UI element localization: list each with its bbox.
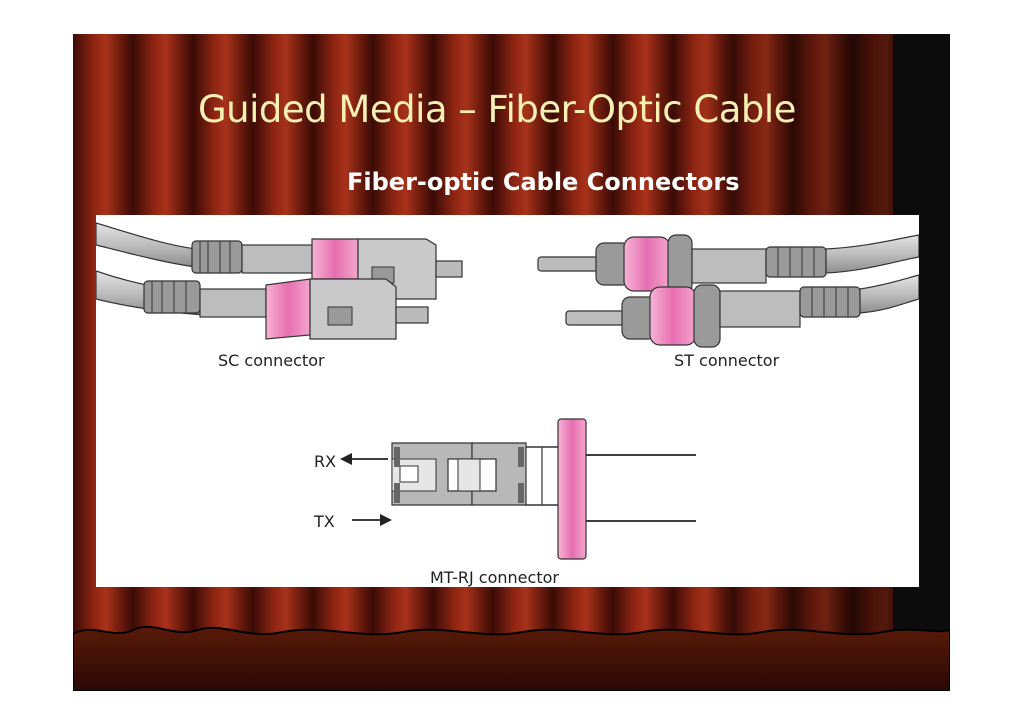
tx-label: TX (313, 512, 335, 531)
mtrj-connector-illustration: RX TX MT-RJ connector (313, 418, 696, 587)
slide-title: Guided Media – Fiber-Optic Cable (198, 88, 796, 131)
sc-connector-illustration: SC connector (96, 222, 463, 370)
mtrj-connector-label: MT-RJ connector (430, 568, 559, 587)
slide: Guided Media – Fiber-Optic Cable Fiber-o… (73, 34, 950, 691)
connector-diagram: SC connector (96, 215, 919, 587)
st-connector-label: ST connector (674, 351, 780, 370)
rx-label: RX (314, 452, 336, 471)
sc-connector-label: SC connector (218, 351, 325, 370)
st-connector-illustration: ST connector (537, 234, 919, 370)
slide-subtitle: Fiber-optic Cable Connectors (347, 168, 740, 196)
